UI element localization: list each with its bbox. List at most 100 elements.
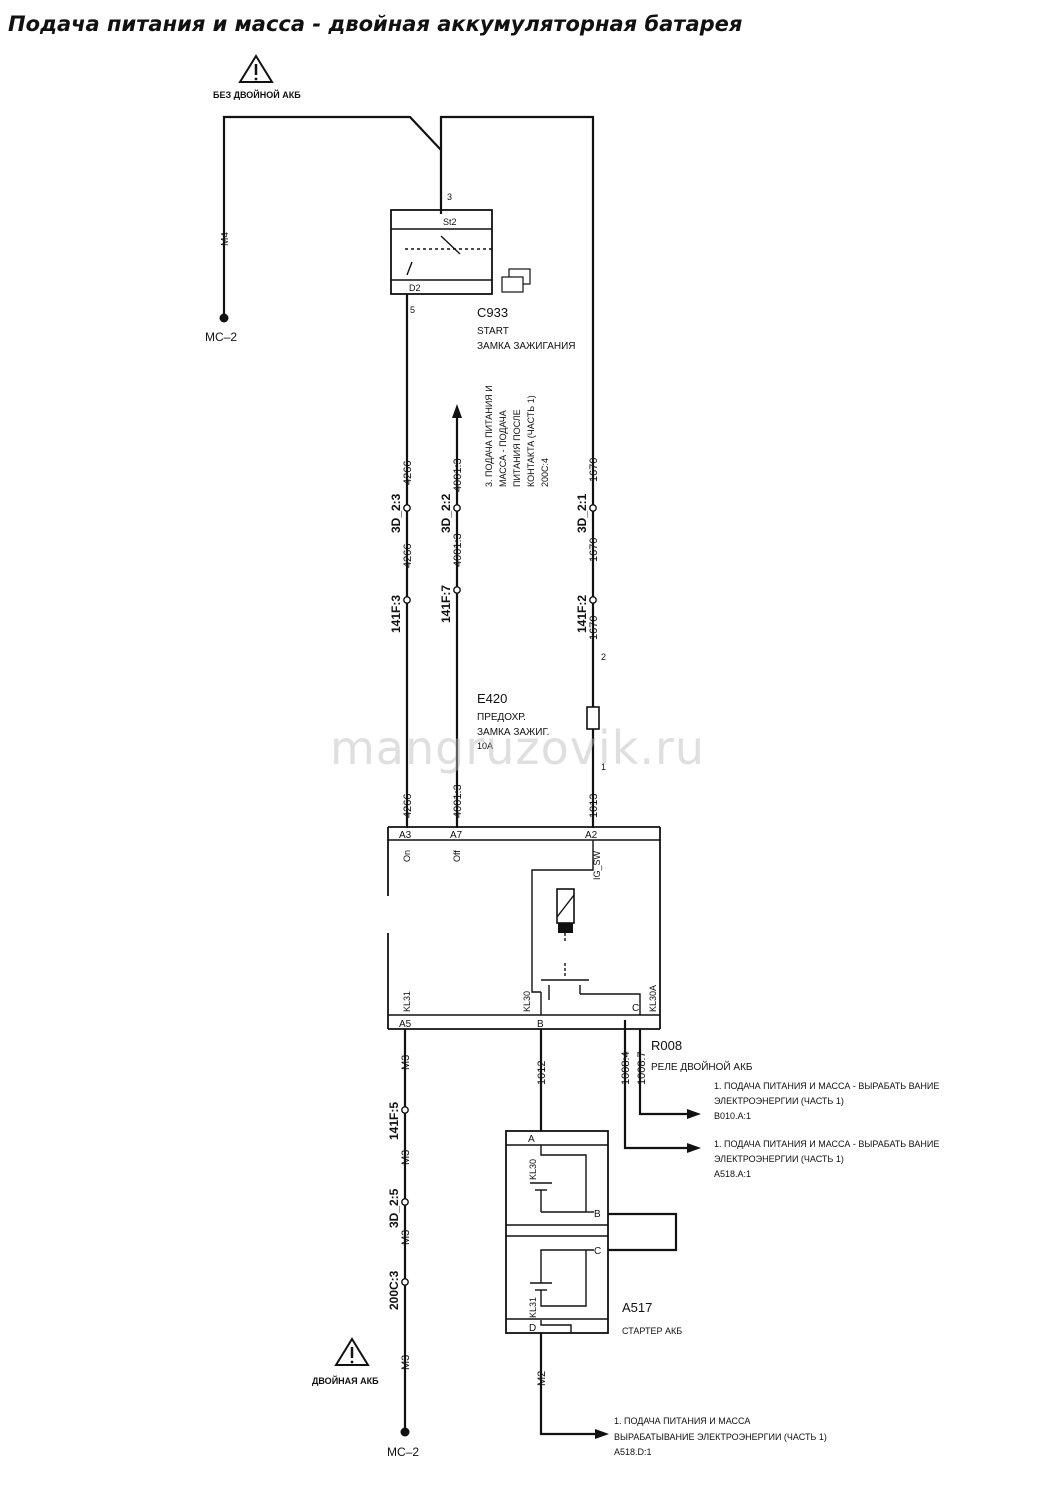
wire-label-4266a: 4266 [402,461,414,485]
c933-id: C933 [477,305,508,320]
ground-label-top: MC–2 [205,330,237,344]
wire-1008-4 [623,1020,688,1150]
warning-label-top: БЕЗ ДВОЙНОЙ АКБ [213,89,301,100]
connector-label-141f-3: 141F:3 [389,595,403,633]
a517-pin-kl31: KL31 [528,1297,538,1318]
ref-b010-line3: B010.A:1 [714,1111,751,1121]
r008-pin-a3: A3 [399,830,412,841]
ref-4001-line5: 200C:4 [540,458,550,487]
r008-name: РЕЛЕ ДВОЙНОЙ АКБ [651,1060,753,1073]
connector-label-141f-7: 141F:7 [439,585,453,623]
ref-a518d-line1: 1. ПОДАЧА ПИТАНИЯ И МАССА [614,1416,750,1426]
a517-pin-d: D [529,1323,536,1334]
fuse-pin-bottom: 1 [601,762,606,772]
connector-3d-2-2 [453,504,461,594]
c933-pin-d2: D2 [409,283,421,293]
ref-4001-line3: ПИТАНИЯ ПОСЛЕ [512,409,522,487]
wire-label-m2: M2 [536,1371,548,1386]
fuse-icon [586,706,600,730]
connector-label-141f-5: 141F:5 [387,1102,401,1140]
c933-switch-box [390,209,493,295]
wire-label-m3d: M3 [400,1355,412,1370]
ref-a518d-line2: ВЫРАБАТЫВАНИЕ ЭЛЕКТРОЭНЕРГИИ (ЧАСТЬ 1) [614,1432,827,1442]
connector-label-141f-2: 141F:2 [575,595,589,633]
arrow-icon [452,404,462,418]
arrow-icon-a518a [687,1143,701,1153]
wire-label-m3b: M3 [400,1150,412,1165]
arrow-icon-m2 [595,1429,609,1439]
wire-m2 [539,1333,596,1436]
ref-a518d-line3: A518.D:1 [614,1447,652,1457]
c933-line2: ЗАМКА ЗАЖИГАНИЯ [477,341,576,352]
a517-id: A517 [622,1300,652,1315]
wire-label-m3a: M3 [400,1055,412,1070]
wire-label-4266c: 4266 [402,794,414,818]
wire-label-1008-4: 1008:4 [620,1051,632,1085]
wire-label-4001a: 4001:3 [452,458,464,492]
wire-label-4001c: 4001:3 [452,784,464,818]
warning-label-bottom: ДВОЙНАЯ АКБ [312,1375,379,1386]
wire-label-1670c: 1670 [588,616,600,640]
r008-pin-kl31: KL31 [402,991,412,1012]
connector-label-3d-2-3: 3D_2:3 [389,493,403,533]
ground-dot-icon [219,313,229,323]
wire-label-m3c: M3 [400,1230,412,1245]
r008-pin-b: B [537,1019,544,1030]
connector-label-3d-2-5: 3D_2:5 [387,1188,401,1228]
wire-label-1670a: 1670 [588,458,600,482]
wire-top-loop [439,115,595,730]
e420-id: E420 [477,691,507,706]
ref-b010-line2: ЭЛЕКТРОЭНЕРГИИ (ЧАСТЬ 1) [714,1096,844,1106]
battery-icon [530,1182,552,1191]
r008-pin-kl30: KL30 [522,991,532,1012]
r008-pin-off: Off [452,850,462,862]
warning-triangle-icon [238,54,274,83]
r008-pin-c: C [632,1003,639,1014]
battery-icon-2 [530,1282,552,1291]
a517-pin-b: B [594,1209,601,1220]
r008-pin-igsw: IG_SW [592,850,602,880]
a517-pin-c: C [594,1246,601,1257]
connector-symbol-icon [501,268,531,293]
r008-pin-on: On [402,850,412,862]
c933-pin-3: 3 [447,192,452,202]
ref-4001-line1: 3. ПОДАЧА ПИТАНИЯ И [484,385,494,487]
connector-200c-3 [401,1278,409,1286]
connector-3d-2-5 [401,1198,409,1206]
wire-label-1008-7: 1008:7 [636,1051,648,1085]
connector-label-200c-3: 200C:3 [387,1270,401,1310]
wire-label-1670b: 1670 [588,538,600,562]
wire-b-c-link [608,1212,678,1252]
ref-a518a-line3: A518.A:1 [714,1169,751,1179]
c933-pin-st2: St2 [443,217,457,227]
a517-box [505,1130,609,1334]
wire-label-4001b: 4001:3 [452,533,464,567]
watermark: mangruzovik.ru [330,721,705,775]
connector-label-3d-2-1: 3D_2:1 [575,493,589,533]
e420-line2: ЗАМКА ЗАЖИГ. [477,727,549,738]
ref-4001-line2: МАССА - ПОДАЧА [498,410,508,487]
e420-line1: ПРЕДОХР. [477,712,526,723]
c933-line1: START [477,326,509,337]
ground-label-bottom: MC–2 [387,1445,419,1459]
wire-label-4266b: 4266 [402,544,414,568]
ground-dot-icon-bottom [400,1427,410,1437]
ref-a518a-line1: 1. ПОДАЧА ПИТАНИЯ И МАССА - ВЫРАБАТЬ ВАН… [714,1139,939,1149]
wire-label-m4: M4 [220,232,231,246]
ref-a518a-line2: ЭЛЕКТРОЭНЕРГИИ (ЧАСТЬ 1) [714,1154,844,1164]
r008-pin-a7: A7 [450,830,463,841]
warning-triangle-icon-bottom [334,1337,370,1366]
ref-4001-line4: КОНТАКТА (ЧАСТЬ 1) [526,395,536,487]
r008-pin-a5: A5 [399,1019,412,1030]
wire-label-1012: 1012 [536,1061,548,1085]
wire-1008-7 [638,1029,688,1116]
connector-141f-5 [401,1106,409,1114]
connector-3d-2-1 [589,504,597,604]
wire-m4 [222,115,443,316]
r008-pin-a2: A2 [585,830,598,841]
page-title: Подача питания и масса - двойная аккумул… [8,12,742,36]
a517-pin-a: A [528,1134,535,1145]
connector-label-3d-2-2: 3D_2:2 [439,493,453,533]
a517-pin-kl30: KL30 [528,1159,538,1180]
